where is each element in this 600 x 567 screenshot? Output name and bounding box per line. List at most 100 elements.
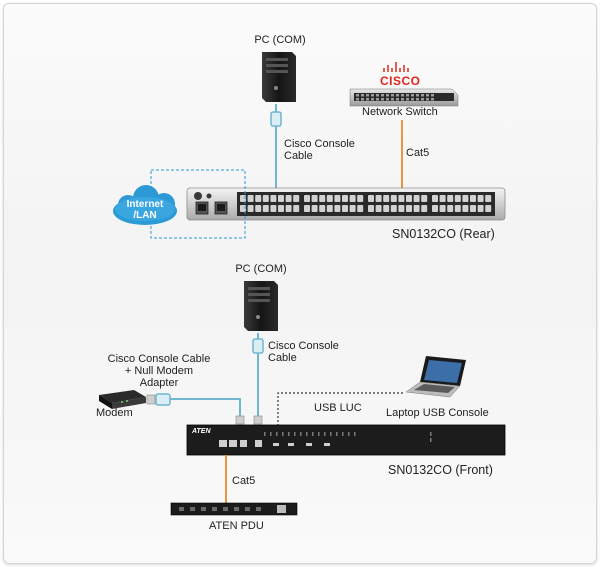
null-modem-line2: + Null Modem [124, 365, 194, 377]
rear-port [454, 195, 461, 202]
rear-port [477, 195, 484, 202]
front-unit-device [186, 424, 506, 456]
front-led [324, 432, 326, 436]
aten-pdu-label: ATEN PDU [209, 520, 264, 532]
rear-port [293, 195, 300, 202]
rear-port [477, 205, 484, 212]
pc-bottom-icon [244, 281, 278, 331]
null-modem-label: Cisco Console Cable + Null Modem Adapter [99, 353, 219, 389]
rear-port [304, 205, 310, 212]
rear-port [485, 195, 492, 202]
rear-port [319, 205, 326, 212]
rear-port [255, 205, 262, 212]
front-led [348, 432, 350, 436]
rear-port [447, 195, 454, 202]
rear-port [311, 195, 318, 202]
rear-port [278, 205, 284, 212]
diagram-frame [3, 3, 597, 564]
rear-port [270, 195, 277, 202]
internet-lan-label: Internet /LAN [118, 199, 172, 221]
rear-port [334, 205, 341, 212]
null-modem-line1: Cisco Console Cable [107, 353, 211, 365]
console-cable-bottom [252, 333, 264, 425]
rear-port [304, 195, 310, 202]
rear-port [349, 205, 356, 212]
rear-port [390, 195, 397, 202]
console-cable-top [270, 104, 282, 190]
rear-port [439, 195, 446, 202]
rear-port [470, 205, 476, 212]
front-led [336, 432, 338, 436]
rear-port [432, 205, 438, 212]
rear-port [285, 205, 292, 212]
front-led [318, 432, 320, 436]
cisco-console-cable-top-line2: Cable [284, 150, 313, 162]
aten-pdu-device [170, 502, 298, 516]
rear-port [357, 205, 364, 212]
rear-port [349, 195, 356, 202]
front-led [330, 432, 332, 436]
rear-port [293, 205, 300, 212]
rear-port [368, 205, 374, 212]
rear-port [439, 205, 446, 212]
laptop-label: Laptop USB Console [386, 407, 489, 419]
front-led [264, 432, 266, 436]
rear-port [319, 195, 326, 202]
aten-brand-logo: ATEN [192, 428, 211, 435]
cisco-logo-text: CISCO [380, 74, 421, 88]
rear-port [406, 205, 412, 212]
rear-port [421, 195, 428, 202]
modem-icon [99, 390, 146, 409]
rear-port [454, 205, 461, 212]
rear-unit-label: SN0132CO (Rear) [392, 227, 495, 241]
front-led [342, 432, 344, 436]
front-led [300, 432, 302, 436]
usb-luc-cable [277, 392, 404, 426]
rear-port [406, 195, 412, 202]
rear-port [334, 195, 341, 202]
rear-port [247, 195, 254, 202]
pc-top-label: PC (COM) [254, 34, 306, 46]
rear-port [326, 195, 333, 202]
rear-port [462, 195, 469, 202]
rear-unit-device [186, 187, 506, 221]
rear-port [462, 205, 469, 212]
lan-text: /LAN [133, 210, 157, 221]
rear-port [285, 195, 292, 202]
null-modem-line3: Adapter [139, 377, 179, 389]
front-unit-label: SN0132CO (Front) [388, 463, 493, 477]
front-led [312, 432, 314, 436]
rear-port [413, 195, 420, 202]
rear-port [390, 205, 397, 212]
pc-bottom-label: PC (COM) [235, 263, 287, 275]
rear-port [421, 205, 428, 212]
cat5-bottom-label: Cat5 [232, 475, 256, 487]
cisco-console-cable-bottom-line2: Cable [268, 352, 297, 364]
rear-port [470, 195, 476, 202]
rear-port [262, 195, 269, 202]
rear-port [375, 205, 382, 212]
cisco-logo-icon [383, 62, 409, 72]
cat5-top-label: Cat5 [406, 147, 430, 159]
laptop-icon [405, 356, 466, 398]
rear-port [375, 195, 382, 202]
rear-port [262, 205, 269, 212]
null-modem-cable [146, 393, 245, 425]
rear-port [270, 205, 277, 212]
rear-port [342, 195, 348, 202]
rear-port [311, 205, 318, 212]
rear-port [326, 205, 333, 212]
front-led [276, 432, 278, 436]
front-led [294, 432, 296, 436]
rear-port [383, 195, 390, 202]
rear-port [247, 205, 254, 212]
rear-port [383, 205, 390, 212]
network-switch-label: Network Switch [362, 106, 438, 118]
rear-port [447, 205, 454, 212]
network-switch-icon [349, 88, 459, 107]
front-led [282, 432, 284, 436]
front-led [270, 432, 272, 436]
rear-port [398, 195, 405, 202]
front-led [354, 432, 356, 436]
